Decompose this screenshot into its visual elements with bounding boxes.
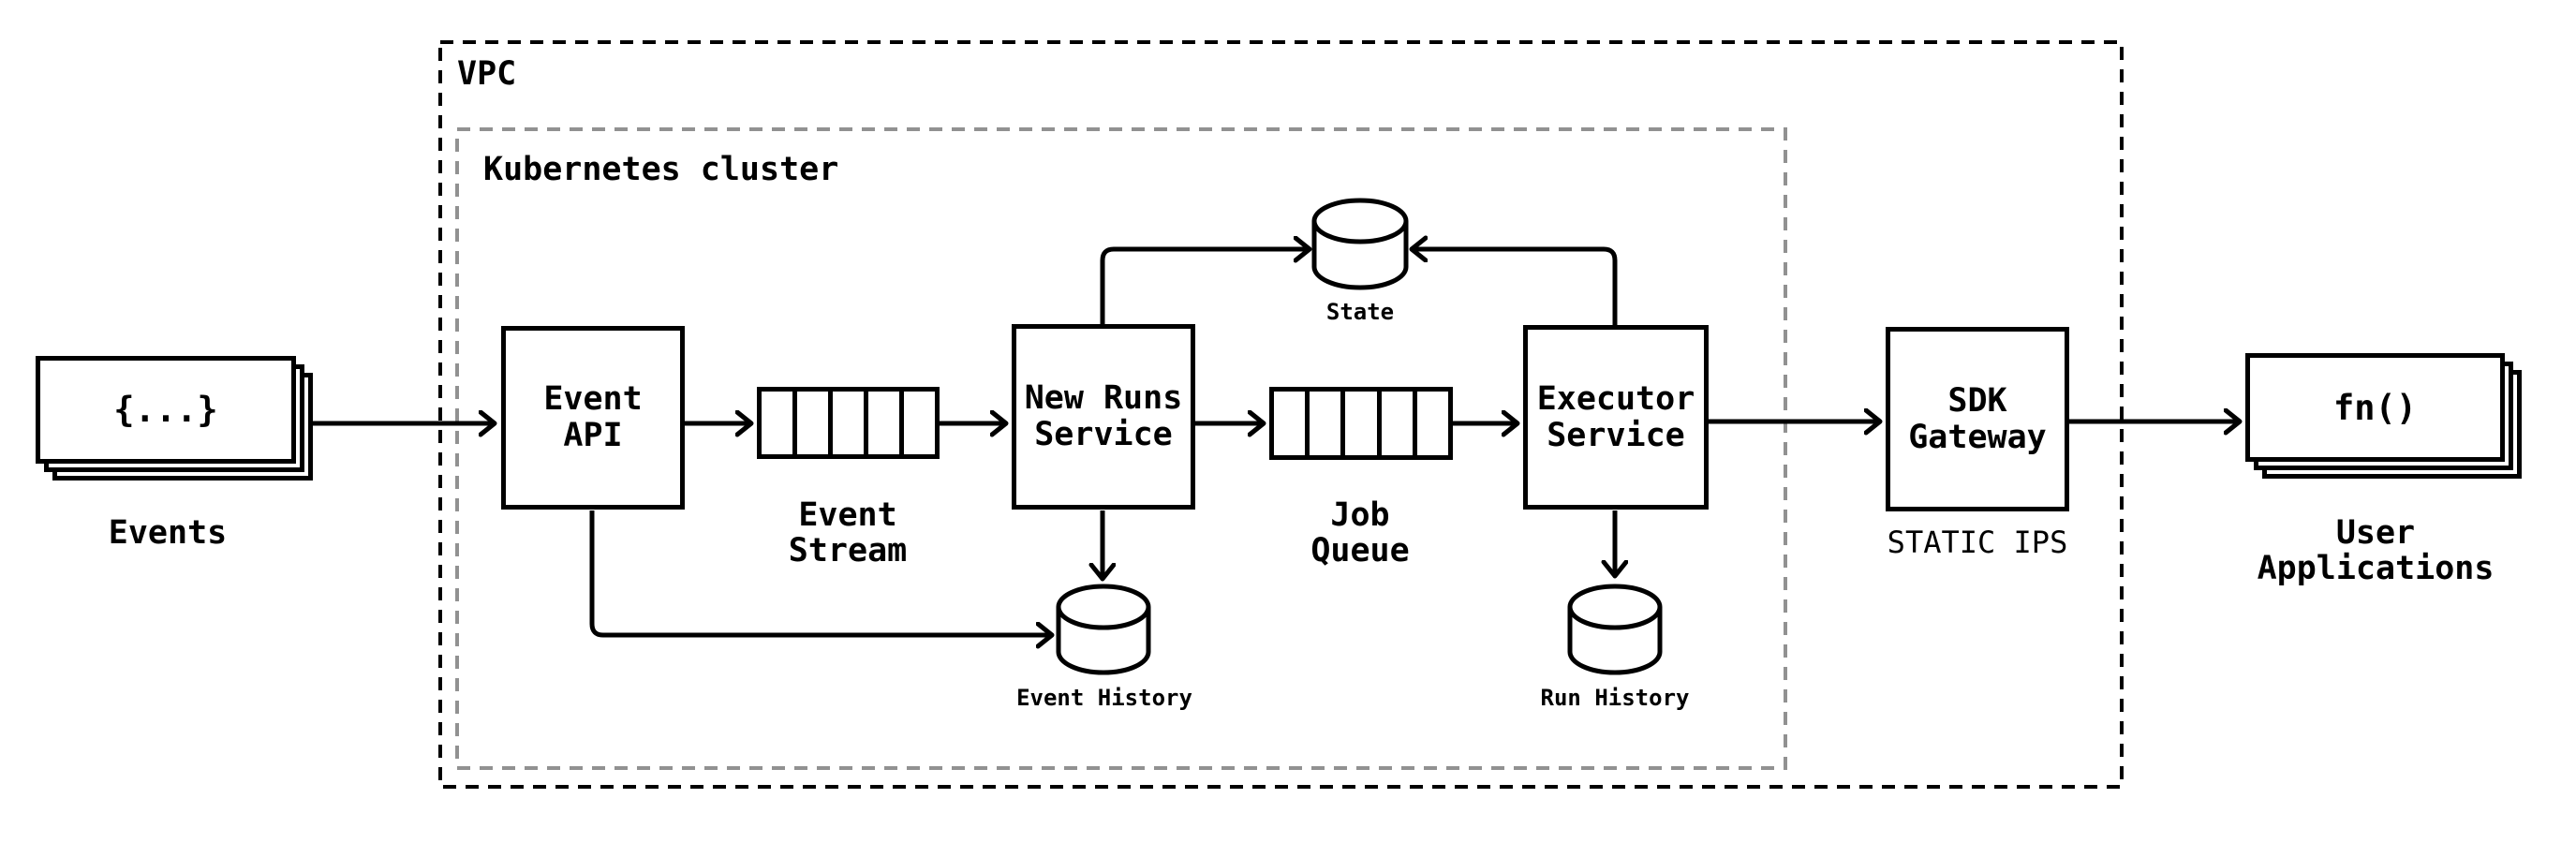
kubernetes-cluster-boundary (455, 127, 1787, 770)
arrow-new-runs-to-state (1100, 249, 1310, 324)
queue-cell (762, 392, 797, 454)
state-db-label: State (1325, 299, 1395, 325)
events-label: Events (108, 514, 228, 552)
queue-cell (797, 392, 833, 454)
vpc-boundary (438, 40, 2124, 789)
new-runs-service-box: New Runs Service (1012, 324, 1195, 510)
queue-icon-event-stream (757, 387, 940, 459)
queue-cell (1382, 392, 1417, 455)
queue-cell (1417, 392, 1448, 455)
events-json-glyph: {...} (36, 356, 296, 464)
event-history-db-label: Event History (1016, 685, 1192, 711)
arrow-executor-to-state (1412, 249, 1618, 325)
vpc-label: VPC (457, 55, 517, 93)
queue-cell (868, 392, 904, 454)
executor-service-box: Executor Service (1523, 325, 1709, 510)
user-applications-node: fn() (2245, 353, 2522, 479)
user-applications-fn-glyph: fn() (2245, 353, 2505, 462)
user-applications-label: User Applications (2257, 514, 2495, 587)
database-icon-run-history (1567, 584, 1663, 675)
event-api-box: Event API (501, 326, 685, 510)
event-stream-label: Event Stream (788, 496, 908, 569)
queue-cell (1310, 392, 1346, 455)
events-node: {...} (36, 356, 313, 481)
run-history-db-label: Run History (1540, 685, 1690, 711)
arrow-event-api-to-event-history (589, 510, 1052, 635)
sdk-gateway-box: SDK Gateway (1886, 327, 2069, 511)
database-icon-state (1311, 198, 1409, 290)
sdk-gateway-static-ips-label: STATIC IPS (1887, 525, 2068, 560)
database-icon-event-history (1056, 584, 1151, 675)
queue-cell (1274, 392, 1310, 455)
job-queue-label: Job Queue (1310, 496, 1410, 569)
queue-cell (833, 392, 868, 454)
queue-icon-job-queue (1269, 387, 1453, 460)
kubernetes-cluster-label: Kubernetes cluster (483, 151, 839, 188)
flow-arrows (312, 249, 2240, 635)
queue-cell (904, 392, 935, 454)
queue-cell (1345, 392, 1382, 455)
